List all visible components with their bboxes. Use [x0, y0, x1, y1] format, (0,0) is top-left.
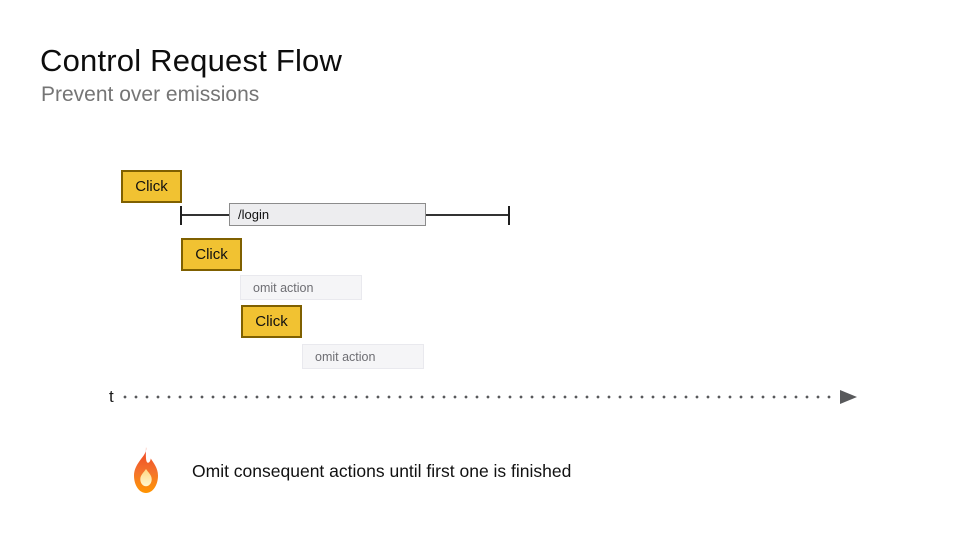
fire-icon [128, 446, 164, 494]
time-axis-label: t [109, 387, 114, 406]
footer-note: Omit consequent actions until first one … [192, 461, 572, 481]
page-title: Control Request Flow [40, 43, 343, 78]
click-button-2: Click [181, 238, 242, 271]
request-login-label: /login [238, 207, 270, 222]
page-subtitle: Prevent over emissions [41, 83, 260, 106]
click-button-1: Click [121, 170, 182, 203]
omit-action-box-2: omit action [302, 344, 424, 369]
omit-action-label-2: omit action [315, 349, 376, 364]
click-button-1-label: Click [135, 178, 168, 195]
request-span-line-left [182, 214, 229, 216]
request-login-box: /login [229, 203, 426, 226]
time-axis-dotted-line [123, 393, 837, 401]
request-start-tick [180, 206, 182, 225]
click-button-3: Click [241, 305, 302, 338]
request-span-line-right [426, 214, 508, 216]
omit-action-box-1: omit action [240, 275, 362, 300]
request-end-tick [508, 206, 510, 225]
click-button-2-label: Click [195, 246, 228, 263]
click-button-3-label: Click [255, 313, 288, 330]
arrow-right-icon [840, 390, 857, 404]
omit-action-label-1: omit action [253, 280, 314, 295]
